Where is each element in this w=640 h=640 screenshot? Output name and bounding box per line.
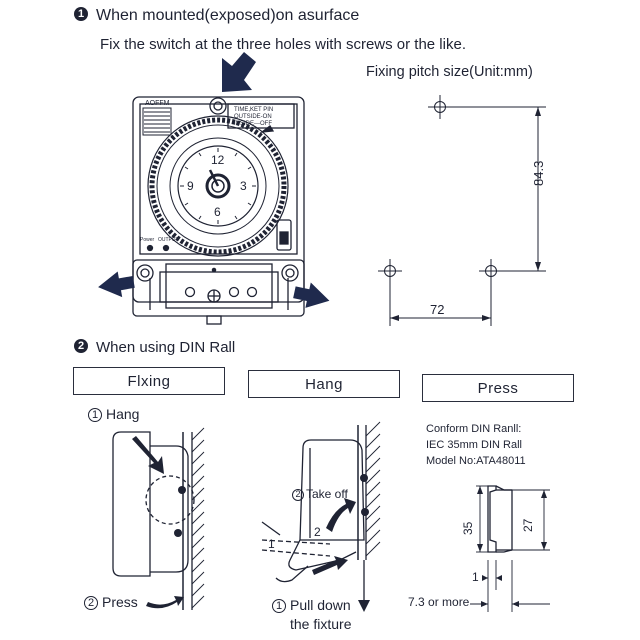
din-rail-profile xyxy=(487,485,513,553)
mode-label-line1: TIME,KET PIN xyxy=(234,107,274,113)
hang-step1-line2: the fixture xyxy=(290,616,352,632)
hang-wall-hatch xyxy=(365,421,381,557)
section1-title: When mounted(exposed)on asurface xyxy=(96,7,360,24)
press-dimensions xyxy=(470,485,550,612)
top-arrow-icon xyxy=(222,52,256,92)
mode-label-line3: INSIDE---OFF xyxy=(234,121,272,127)
output-label: OUTPUT xyxy=(158,237,179,243)
right-arrow-icon xyxy=(293,282,330,308)
pulldown-arrow-icon xyxy=(312,556,348,575)
brand-label: AOFFM xyxy=(145,100,170,107)
dim-35: 35 xyxy=(461,521,475,535)
hang-marker-1: 1 xyxy=(268,537,275,551)
down-arrow-icon xyxy=(358,600,370,612)
hang-marker-2: 2 xyxy=(314,525,321,539)
tab-fixing: Flxing xyxy=(73,367,225,395)
press-note-line3: Model No:ATA48011 xyxy=(426,455,526,467)
tab-hang: Hang xyxy=(248,370,400,398)
left-arrow-icon xyxy=(98,271,135,298)
section2-title: When using DIN Rall xyxy=(96,339,236,356)
hang-arrow-icon xyxy=(132,436,164,474)
timer-switch-front xyxy=(132,96,305,325)
fixing-drawing xyxy=(112,431,195,610)
press-note-line2: IEC 35mm DIN Rall xyxy=(426,439,522,451)
section2-number-badge: 2 xyxy=(74,339,88,353)
dial-9: 9 xyxy=(187,179,194,193)
mode-label-line2: OUTSIDE-ON xyxy=(234,114,272,120)
press-arrow-icon xyxy=(146,596,184,609)
fixing-wall-hatch xyxy=(191,427,205,609)
power-label: Power xyxy=(140,237,155,243)
fixing-pitch-drawing xyxy=(378,95,546,326)
takeoff-arrow-icon xyxy=(326,498,356,532)
dim-27: 27 xyxy=(521,518,535,532)
section1-subtitle: Fix the switch at the three holes with s… xyxy=(100,36,466,53)
pitch-title: Fixing pitch size(Unit:mm) xyxy=(366,64,533,80)
mount-arrows xyxy=(98,52,330,308)
dim-vertical: 84.3 xyxy=(531,160,546,186)
dim-1: 1 xyxy=(472,570,479,584)
dial-3: 3 xyxy=(240,179,247,193)
section1-number-badge: 1 xyxy=(74,7,88,21)
dial-12: 12 xyxy=(211,153,225,167)
tab-press: Press xyxy=(422,374,574,402)
press-note-line1: Conform DIN Ranll: xyxy=(426,423,522,435)
dial-6: 6 xyxy=(214,205,221,219)
dim-7-3: 7.3 or more xyxy=(408,595,470,609)
dim-horizontal: 72 xyxy=(430,302,445,317)
dial-ticks xyxy=(180,148,256,224)
